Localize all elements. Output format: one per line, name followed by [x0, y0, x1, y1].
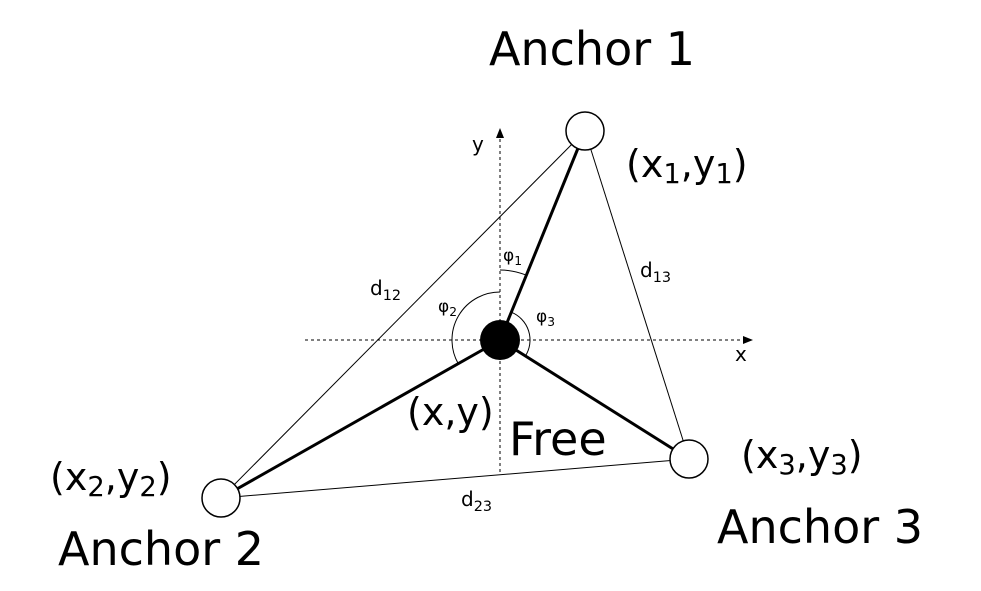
link-anchor1: [498, 130, 587, 341]
angle-arc-phi1: [499, 269, 527, 276]
anchor1-label: Anchor 1: [489, 22, 695, 76]
edge-d23: [220, 458, 690, 499]
link-anchor2: [220, 338, 501, 500]
anchor2-node: [201, 478, 241, 518]
free-node: [480, 320, 520, 360]
edge-d12: [220, 130, 586, 499]
edge-d13: [584, 130, 690, 460]
y-axis-arrow: [496, 128, 504, 138]
angle-arc-phi2: [451, 291, 501, 364]
distance-d13-label: d13: [640, 258, 671, 286]
x-axis-arrow: [743, 336, 753, 344]
y-axis-label: y: [472, 132, 484, 156]
distance-d23-label: d23: [461, 487, 492, 515]
link-anchor3: [499, 338, 690, 461]
anchor3-node: [669, 439, 709, 479]
free-coord: (x,y): [407, 390, 494, 434]
anchor3-coord: (x3,y3): [741, 433, 863, 481]
anchor2-coord: (x2,y2): [50, 455, 172, 503]
anchor3-label: Anchor 3: [717, 500, 923, 554]
angle-phi1-label: φ1: [503, 246, 522, 268]
angle-arc-phi3: [511, 311, 531, 357]
x-axis-label: x: [735, 342, 747, 366]
angle-phi3-label: φ3: [536, 307, 555, 329]
distance-d12-label: d12: [370, 276, 401, 304]
free-label: Free: [509, 412, 607, 466]
anchor1-coord: (x1,y1): [626, 142, 748, 190]
angle-phi2-label: φ2: [438, 297, 457, 319]
anchor1-node: [565, 111, 605, 151]
anchor2-label: Anchor 2: [58, 522, 264, 576]
